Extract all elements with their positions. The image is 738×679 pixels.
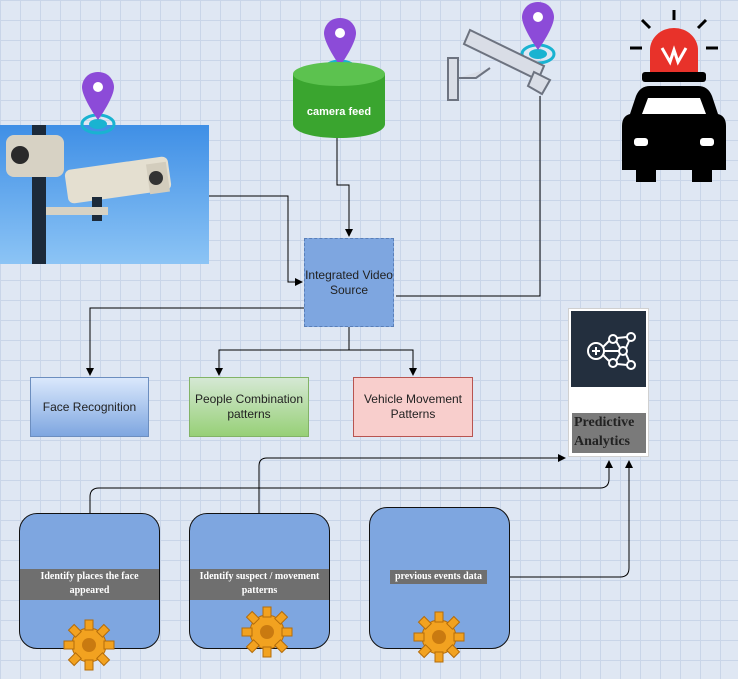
- edge-places-to-analytics: [89, 460, 613, 513]
- edge-integrated-to-people: [215, 327, 350, 376]
- integrated-video-source-node: Integrated Video Source: [304, 238, 394, 327]
- gear-icon: [241, 606, 293, 658]
- identify-suspect-label: Identify suspect / movement patterns: [190, 569, 329, 600]
- edge-wallcam-to-integrated: [396, 96, 541, 297]
- identify-suspect-node: Identify suspect / movement patterns: [189, 513, 330, 649]
- gear-icon: [413, 611, 465, 663]
- gear-icon: [63, 619, 115, 671]
- edge-integrated-to-vehicle: [349, 349, 417, 376]
- camera-feed-label: camera feed: [306, 106, 372, 118]
- neural-network-icon: [587, 332, 636, 370]
- edge-events-to-analytics: [510, 460, 633, 578]
- edge-suspect-to-analytics: [258, 454, 566, 513]
- face-recognition-node: Face Recognition: [30, 377, 149, 437]
- people-combination-node: People Combination patterns: [189, 377, 309, 437]
- police-car-icon: [622, 10, 726, 182]
- identify-places-label: Identify places the face appeared: [20, 569, 159, 600]
- vehicle-movement-node: Vehicle Movement Patterns: [353, 377, 473, 437]
- cctv-camera-icon: [447, 28, 552, 101]
- cctv-camera-photo: [0, 125, 209, 264]
- edge-integrated-to-face: [86, 307, 304, 376]
- edge-feed-to-integrated: [336, 138, 353, 237]
- database-icon: [293, 62, 385, 138]
- predictive-analytics-label: Predictive Analytics: [572, 413, 646, 453]
- map-pin-icon: [80, 72, 116, 135]
- cctv-camera-icon: [6, 125, 172, 264]
- previous-events-label: previous events data: [390, 570, 487, 584]
- edge-camera-to-integrated: [209, 195, 303, 286]
- siren-icon: [630, 10, 718, 82]
- predictive-analytics-node: Predictive Analytics: [568, 308, 649, 457]
